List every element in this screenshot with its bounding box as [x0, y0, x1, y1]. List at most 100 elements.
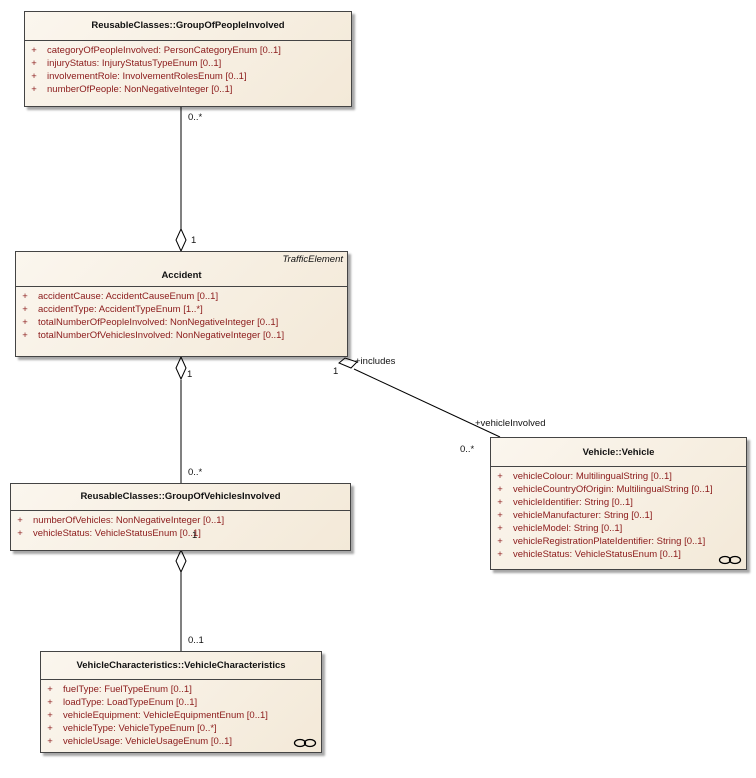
class-header: VehicleCharacteristics::VehicleCharacter…: [41, 652, 321, 680]
attribute-row[interactable]: + vehicleUsage: VehicleUsageEnum [0..1]: [41, 735, 321, 748]
attribute-text: categoryOfPeopleInvolved: PersonCategory…: [47, 45, 281, 56]
attribute-text: vehicleRegistrationPlateIdentifier: Stri…: [513, 536, 706, 547]
attribute-row[interactable]: + vehicleRegistrationPlateIdentifier: Str…: [491, 535, 746, 548]
class-stereotype: TrafficElement: [282, 254, 343, 265]
class-group-of-people-involved[interactable]: ReusableClasses::GroupOfPeopleInvolved +…: [24, 11, 352, 107]
attribute-text: injuryStatus: InjuryStatusTypeEnum [0..1…: [47, 58, 222, 69]
attribute-text: accidentType: AccidentTypeEnum [1..*]: [38, 304, 203, 315]
visibility-marker: +: [497, 484, 503, 495]
visibility-marker: +: [31, 71, 37, 82]
attribute-list: + numberOfVehicles: NonNegativeInteger [0…: [11, 511, 350, 544]
attribute-row[interactable]: + accidentType: AccidentTypeEnum [1..*]: [16, 303, 347, 316]
attribute-row[interactable]: + numberOfVehicles: NonNegativeInteger [0…: [11, 514, 350, 527]
attribute-text: loadType: LoadTypeEnum [0..1]: [63, 697, 198, 708]
attribute-text: vehicleStatus: VehicleStatusEnum [0..1]: [33, 528, 201, 539]
attribute-row[interactable]: + vehicleModel: String [0..1]: [491, 522, 746, 535]
aggregation-diamond-people: [175, 227, 187, 253]
visibility-marker: +: [22, 304, 28, 315]
role-vehicle-involved: +vehicleInvolved: [475, 418, 546, 429]
attribute-row[interactable]: +vehicleEquipment: VehicleEquipmentEnum …: [41, 709, 321, 722]
attribute-row[interactable]: + loadType: LoadTypeEnum [0..1]: [41, 696, 321, 709]
attribute-row[interactable]: +vehicleType: VehicleTypeEnum [0..*]: [41, 722, 321, 735]
visibility-marker: +: [47, 736, 53, 747]
attribute-list: + categoryOfPeopleInvolved: PersonCategor…: [25, 41, 351, 100]
visibility-marker: +: [497, 510, 503, 521]
class-name: ReusableClasses::GroupOfPeopleInvolved: [91, 20, 285, 31]
attribute-text: totalNumberOfPeopleInvolved: NonNegative…: [38, 317, 279, 328]
visibility-marker: +: [31, 84, 37, 95]
visibility-marker: +: [497, 471, 503, 482]
multiplicity-vehicles-source: 1: [187, 369, 193, 380]
multiplicity-people-target: 0..*: [188, 112, 203, 123]
attribute-text: vehicleManufacturer: String [0..1]: [513, 510, 653, 521]
attribute-text: numberOfPeople: NonNegativeInteger [0..1…: [47, 84, 233, 95]
multiplicity-vehicle-involved-source: 1: [333, 366, 339, 377]
attribute-row[interactable]: + totalNumberOfPeopleInvolved: NonNegativ…: [16, 316, 347, 329]
aggregation-diamond-vehicle-involved: [338, 357, 358, 369]
attribute-text: accidentCause: AccidentCauseEnum [0..1]: [38, 291, 219, 302]
class-header: ReusableClasses::GroupOfPeopleInvolved: [25, 12, 351, 41]
class-header: TrafficElement Accident: [16, 252, 347, 287]
multiplicity-characteristics-target: 0..1: [188, 635, 204, 646]
multiplicity-vehicles-target: 0..*: [188, 467, 203, 478]
attribute-text: vehicleStatus: VehicleStatusEnum [0..1]: [513, 549, 681, 560]
visibility-marker: +: [497, 536, 503, 547]
multiplicity-vehicle-involved-target: 0..*: [460, 444, 475, 455]
aggregation-diamond-characteristics: [175, 548, 187, 574]
attribute-row[interactable]: + vehicleColour: MultilingualString [0..1…: [491, 470, 746, 483]
multiplicity-characteristics-source: 1: [192, 530, 198, 541]
attribute-text: numberOfVehicles: NonNegativeInteger [0.…: [33, 515, 225, 526]
visibility-marker: +: [31, 45, 37, 56]
attribute-row[interactable]: + vehicleStatus: VehicleStatusEnum [0..1]: [11, 527, 350, 540]
aggregation-diamond-vehicles: [175, 355, 187, 381]
visibility-marker: +: [31, 58, 37, 69]
attribute-text: vehicleCountryOfOrigin: MultilingualStri…: [513, 484, 713, 495]
visibility-marker: +: [47, 710, 53, 721]
attribute-row[interactable]: + vehicleIdentifier: String [0..1]: [491, 496, 746, 509]
attribute-row[interactable]: +totalNumberOfVehiclesInvolved: NonNegat…: [16, 329, 347, 342]
class-vehicle-characteristics[interactable]: VehicleCharacteristics::VehicleCharacter…: [40, 651, 322, 753]
multiplicity-people-source: 1: [191, 235, 197, 246]
visibility-marker: +: [22, 317, 28, 328]
class-name: ReusableClasses::GroupOfVehiclesInvolved: [80, 491, 281, 502]
visibility-marker: +: [47, 697, 53, 708]
attribute-row[interactable]: + injuryStatus: InjuryStatusTypeEnum [0..…: [25, 57, 351, 70]
visibility-marker: +: [497, 497, 503, 508]
class-name: Vehicle::Vehicle: [582, 447, 655, 458]
attribute-row[interactable]: + categoryOfPeopleInvolved: PersonCategor…: [25, 44, 351, 57]
attribute-row[interactable]: + involvementRole: InvolvementRolesEnum […: [25, 70, 351, 83]
visibility-marker: +: [17, 528, 23, 539]
visibility-marker: +: [22, 291, 28, 302]
visibility-marker: +: [17, 515, 23, 526]
linked-element-icon: [293, 738, 317, 748]
attribute-text: fuelType: FuelTypeEnum [0..1]: [63, 684, 192, 695]
attribute-text: involvementRole: InvolvementRolesEnum [0…: [47, 71, 247, 82]
attribute-text: vehicleUsage: VehicleUsageEnum [0..1]: [63, 736, 232, 747]
class-name: VehicleCharacteristics::VehicleCharacter…: [76, 660, 286, 671]
attribute-row[interactable]: + vehicleManufacturer: String [0..1]: [491, 509, 746, 522]
attribute-text: vehicleModel: String [0..1]: [513, 523, 623, 534]
visibility-marker: +: [22, 330, 28, 341]
attribute-list: + fuelType: FuelTypeEnum [0..1] + loadType…: [41, 680, 321, 752]
class-header: Vehicle::Vehicle: [491, 438, 746, 467]
role-includes: +includes: [355, 356, 396, 367]
visibility-marker: +: [497, 523, 503, 534]
class-name: Accident: [161, 270, 202, 281]
attribute-text: vehicleColour: MultilingualString [0..1]: [513, 471, 672, 482]
visibility-marker: +: [47, 684, 53, 695]
class-group-of-vehicles-involved[interactable]: ReusableClasses::GroupOfVehiclesInvolved…: [10, 483, 351, 551]
attribute-list: + vehicleColour: MultilingualString [0..1…: [491, 467, 746, 565]
attribute-row[interactable]: + numberOfPeople: NonNegativeInteger [0..…: [25, 83, 351, 96]
class-header: ReusableClasses::GroupOfVehiclesInvolved: [11, 484, 350, 511]
visibility-marker: +: [47, 723, 53, 734]
attribute-row[interactable]: + fuelType: FuelTypeEnum [0..1]: [41, 683, 321, 696]
visibility-marker: +: [497, 549, 503, 560]
attribute-row[interactable]: + accidentCause: AccidentCauseEnum [0..1]: [16, 290, 347, 303]
attribute-row[interactable]: + vehicleCountryOfOrigin: MultilingualStr…: [491, 483, 746, 496]
attribute-row[interactable]: + vehicleStatus: VehicleStatusEnum [0..1]: [491, 548, 746, 561]
linked-element-icon: [718, 555, 742, 565]
attribute-text: vehicleIdentifier: String [0..1]: [513, 497, 633, 508]
class-accident[interactable]: TrafficElement Accident + accidentCause: …: [15, 251, 348, 357]
class-vehicle[interactable]: Vehicle::Vehicle + vehicleColour: Multili…: [490, 437, 747, 570]
